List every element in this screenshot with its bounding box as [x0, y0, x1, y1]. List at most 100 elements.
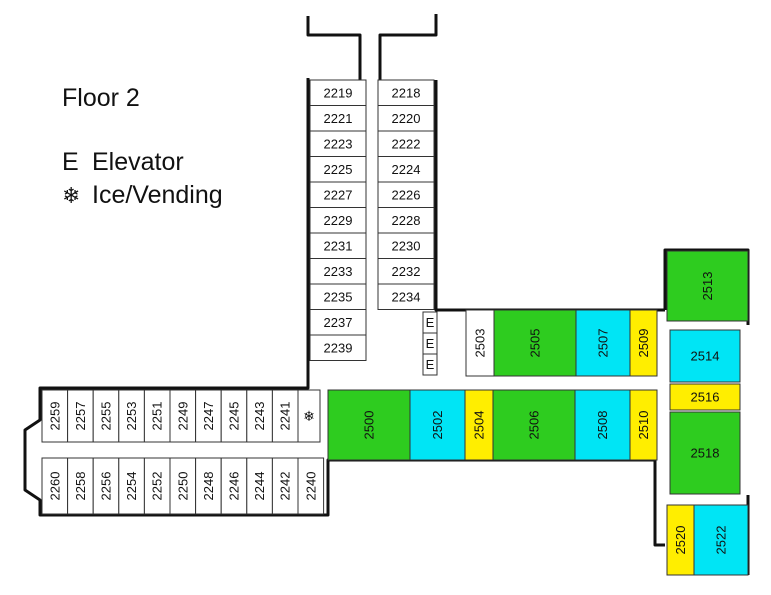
room-2509: 2509	[629, 309, 658, 377]
room-2510-label: 2510	[636, 411, 651, 440]
room-2231-label: 2231	[324, 238, 353, 253]
room-2247: 2247	[195, 389, 222, 443]
room-2520-label: 2520	[673, 526, 688, 555]
room-2508: 2508	[574, 389, 631, 461]
room-2235-label: 2235	[324, 289, 353, 304]
room-2244-label: 2244	[252, 472, 267, 501]
room-2504: 2504	[464, 389, 494, 461]
room-2237-label: 2237	[324, 315, 353, 330]
room-2232: 2232	[377, 258, 435, 285]
legend-elevator: E Elevator	[62, 148, 184, 177]
room-2229-label: 2229	[324, 213, 353, 228]
room-2245: 2245	[220, 389, 248, 443]
room-2228: 2228	[377, 207, 435, 234]
room-2246: 2246	[220, 457, 248, 515]
room-2514: 2514	[669, 329, 741, 383]
room-2222-label: 2222	[392, 136, 421, 151]
room-2223: 2223	[309, 130, 367, 157]
room-2502-label: 2502	[430, 411, 445, 440]
elevator-1: E	[422, 311, 438, 334]
room-2242-label: 2242	[278, 472, 293, 501]
elevator-symbol: E	[62, 148, 79, 176]
room-2253: 2253	[118, 389, 145, 443]
room-2230: 2230	[377, 232, 435, 259]
room-2245-label: 2245	[227, 402, 242, 431]
room-2233-label: 2233	[324, 264, 353, 279]
room-2226-label: 2226	[392, 187, 421, 202]
room-2500: 2500	[327, 389, 411, 461]
room-2509-label: 2509	[636, 329, 651, 358]
room-2239: 2239	[309, 334, 367, 361]
room-2518-label: 2518	[691, 446, 720, 461]
room-2219-label: 2219	[324, 85, 353, 100]
room-2254-label: 2254	[124, 472, 139, 501]
ice-vending: ❄	[297, 389, 321, 443]
room-2239-label: 2239	[324, 340, 353, 355]
room-2221-label: 2221	[324, 111, 353, 126]
room-2258: 2258	[67, 457, 94, 515]
room-2219: 2219	[309, 79, 367, 106]
elevator-3: E	[422, 353, 438, 376]
room-2249: 2249	[169, 389, 197, 443]
room-2506-label: 2506	[527, 411, 542, 440]
room-2243: 2243	[246, 389, 273, 443]
room-2500-label: 2500	[362, 411, 377, 440]
room-2255: 2255	[92, 389, 120, 443]
room-2226: 2226	[377, 181, 435, 208]
room-2243-label: 2243	[252, 402, 267, 431]
room-2240: 2240	[297, 457, 325, 515]
room-2252: 2252	[143, 457, 171, 515]
room-2508-label: 2508	[595, 411, 610, 440]
room-2241: 2241	[271, 389, 299, 443]
room-2260: 2260	[41, 457, 69, 515]
room-2248-label: 2248	[201, 472, 216, 501]
room-2258-label: 2258	[73, 472, 88, 501]
room-2506: 2506	[492, 389, 576, 461]
room-2240-label: 2240	[303, 472, 318, 501]
room-2234: 2234	[377, 283, 435, 310]
room-2227: 2227	[309, 181, 367, 208]
room-2255-label: 2255	[99, 402, 114, 431]
elevator-1-label: E	[426, 315, 435, 330]
room-2225-label: 2225	[324, 162, 353, 177]
room-2229: 2229	[309, 207, 367, 234]
room-2503-label: 2503	[473, 329, 488, 358]
room-2237: 2237	[309, 309, 367, 336]
floor-title: Floor 2	[62, 84, 140, 112]
elevator-label: Elevator	[92, 148, 184, 176]
legend-ice: ❄ Ice/Vending	[62, 181, 223, 210]
room-2505: 2505	[493, 309, 577, 377]
room-2257-label: 2257	[73, 402, 88, 431]
room-2507: 2507	[575, 309, 631, 377]
room-2231: 2231	[309, 232, 367, 259]
room-2502: 2502	[409, 389, 466, 461]
room-2256-label: 2256	[99, 472, 114, 501]
room-2218: 2218	[377, 79, 435, 106]
room-2513: 2513	[666, 250, 749, 322]
room-2222: 2222	[377, 130, 435, 157]
room-2516: 2516	[669, 383, 741, 411]
room-2233: 2233	[309, 258, 367, 285]
room-2224-label: 2224	[392, 162, 421, 177]
room-2503: 2503	[465, 309, 495, 377]
room-2257: 2257	[67, 389, 94, 443]
snowflake-icon: ❄	[62, 184, 81, 209]
ice-vending-label: ❄	[303, 408, 315, 424]
room-2235: 2235	[309, 283, 367, 310]
room-2259: 2259	[41, 389, 69, 443]
room-2247-label: 2247	[201, 402, 216, 431]
room-2246-label: 2246	[227, 472, 242, 501]
room-2230-label: 2230	[392, 238, 421, 253]
room-2249-label: 2249	[175, 402, 190, 431]
room-2251-label: 2251	[150, 402, 165, 431]
room-2225: 2225	[309, 156, 367, 183]
room-2259-label: 2259	[47, 402, 62, 431]
room-2244: 2244	[246, 457, 273, 515]
room-2232-label: 2232	[392, 264, 421, 279]
room-2251: 2251	[143, 389, 171, 443]
room-2218-label: 2218	[392, 85, 421, 100]
ice-label: Ice/Vending	[92, 181, 223, 209]
room-2242: 2242	[271, 457, 299, 515]
room-2505-label: 2505	[528, 329, 543, 358]
